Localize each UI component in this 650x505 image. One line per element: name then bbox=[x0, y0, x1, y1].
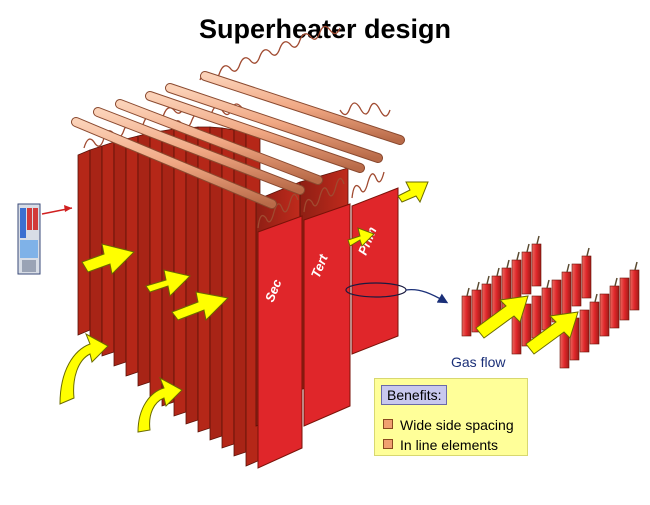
flow-arrow-2 bbox=[145, 269, 191, 298]
callout bbox=[345, 282, 449, 304]
flow-arrow-1 bbox=[81, 243, 135, 276]
curved-arrow-upper bbox=[59, 332, 109, 405]
bullet-icon bbox=[383, 419, 393, 429]
benefit-item: Wide side spacing bbox=[383, 417, 514, 433]
tube-caps bbox=[466, 235, 638, 327]
benefit-text: Wide side spacing bbox=[400, 417, 514, 433]
boiler-thumbnail bbox=[17, 203, 73, 275]
benefits-box: Benefits: Wide side spacing In line elem… bbox=[374, 378, 528, 456]
primary-panel bbox=[351, 187, 399, 355]
flow-arrow-5 bbox=[397, 181, 429, 204]
tube-bundle-detail bbox=[461, 235, 640, 369]
tube-row-1 bbox=[461, 243, 542, 337]
flow-arrow-3 bbox=[171, 291, 230, 322]
secondary-panel bbox=[257, 215, 303, 469]
detail-flow-arrow-1 bbox=[475, 295, 529, 339]
header-pipes bbox=[71, 71, 405, 209]
detail-flow-arrow-2 bbox=[525, 311, 579, 355]
tertiary-panel bbox=[303, 203, 351, 427]
curved-arrow-lower bbox=[137, 376, 183, 433]
benefits-header: Benefits: bbox=[381, 385, 448, 405]
benefit-item: In line elements bbox=[383, 437, 498, 453]
section-panels: Sec Tert Prim bbox=[257, 187, 399, 469]
benefit-text: In line elements bbox=[400, 437, 499, 453]
gas-flow-arrows bbox=[59, 181, 429, 433]
flow-arrow-4 bbox=[347, 227, 375, 247]
gas-flow-label: Gas flow bbox=[451, 354, 506, 370]
tube-row-2 bbox=[511, 255, 592, 355]
slide-title: Superheater design bbox=[198, 14, 452, 44]
bullet-icon bbox=[383, 439, 393, 449]
tube-row-3 bbox=[559, 269, 640, 369]
